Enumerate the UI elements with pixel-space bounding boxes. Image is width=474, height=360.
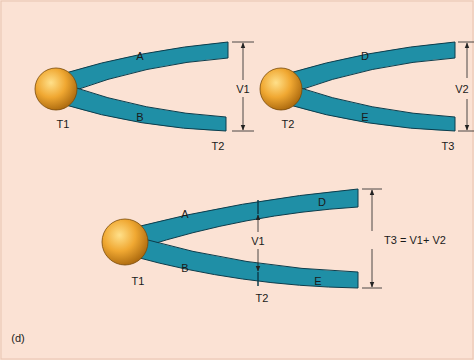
figure-label: (d) [11,333,24,344]
junction-ball [102,219,148,265]
junction-line [257,272,259,286]
wire-be [132,238,358,288]
junction-ball [35,68,77,110]
wire-letter: B [181,263,188,274]
wire-b [62,86,226,131]
wire-letter: D [318,197,326,208]
temperature-label: T2 [212,141,225,152]
temperature-label: T1 [132,276,145,287]
wire-letter: A [181,209,188,220]
temperature-label: T1 [57,119,70,130]
wire-letter: E [361,112,368,123]
dimension-label: V2 [455,84,468,95]
wire-e [286,86,455,131]
wire-letter: D [361,51,369,62]
temperature-label: T3 [442,141,455,152]
temperature-label: T2 [282,119,295,130]
wire-ad [132,189,358,248]
junction-line [257,200,259,214]
temperature-label: T2 [256,293,269,304]
dimension-label: V1 [251,236,264,247]
dimension-label: T3 = V1+ V2 [384,235,446,246]
wire-letter: A [136,51,143,62]
wire-letter: E [314,276,321,287]
wire-a [62,42,228,92]
wire-d [286,42,455,92]
dimension-label: V1 [236,84,249,95]
junction-ball [260,68,302,110]
wire-letter: B [136,112,143,123]
